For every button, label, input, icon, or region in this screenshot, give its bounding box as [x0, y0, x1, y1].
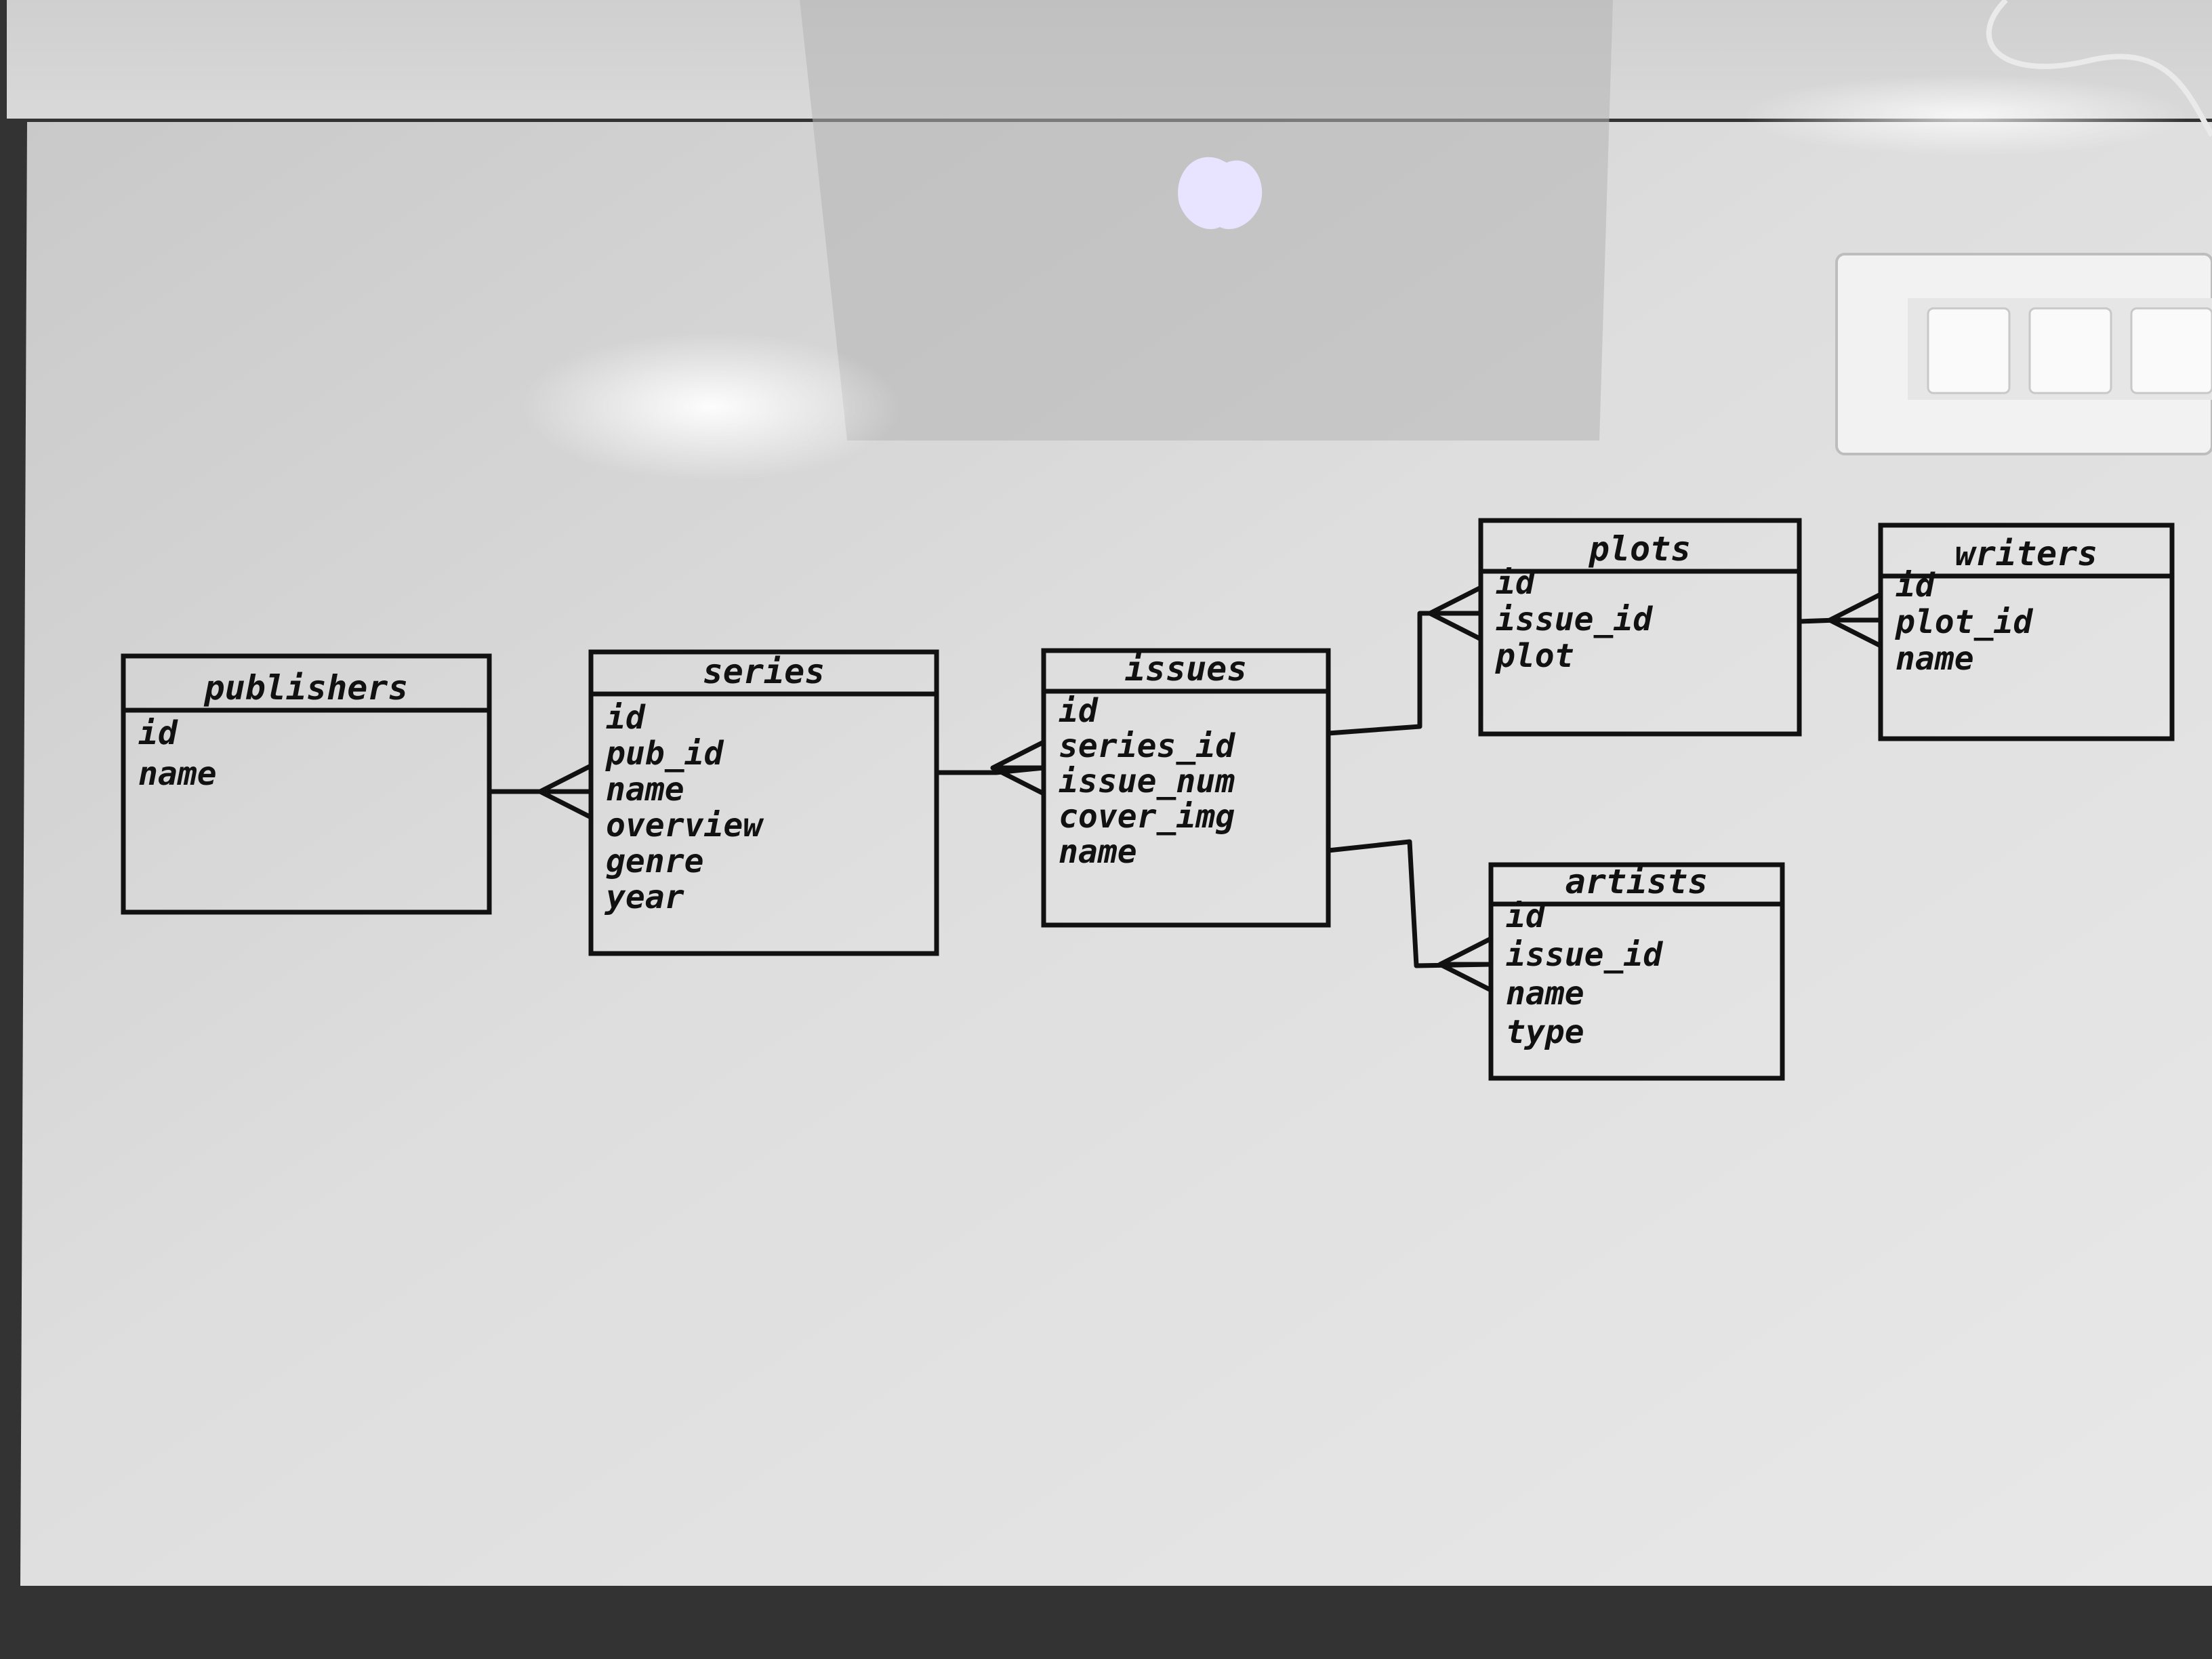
table-title: publishers [203, 668, 408, 708]
table-title: issues [1125, 649, 1248, 689]
er-diagram: publishersidnameseriesidpub_idnameovervi… [121, 518, 2175, 1081]
whiteboard [20, 122, 2212, 1586]
table-field: id [1059, 692, 1099, 730]
table-field: id [1506, 897, 1546, 935]
table-field: plot [1495, 637, 1574, 675]
apple-logo-reflection [1178, 157, 1263, 230]
table-field: type [1506, 1013, 1584, 1051]
table-title: writers [1955, 534, 2098, 573]
table-field: id [138, 714, 178, 752]
crows-foot-many [537, 763, 594, 820]
table-field: issue_id [1506, 936, 1663, 974]
table-field: name [1506, 975, 1584, 1012]
table-title: series [703, 652, 825, 691]
table-field: year [604, 878, 684, 916]
table-field: pub_id [605, 735, 724, 773]
table-field: name [138, 755, 217, 793]
table-field: id [1896, 567, 1936, 605]
table-field: plot_id [1895, 603, 2033, 641]
cable [1986, 0, 2212, 137]
table-field: issue_id [1496, 600, 1653, 638]
table-field: name [606, 771, 684, 808]
table-field: id [1496, 564, 1536, 602]
crows-foot-many [1827, 592, 1883, 649]
table-field: issue_num [1059, 762, 1235, 800]
table-field: overview [606, 806, 764, 844]
table-box [588, 649, 939, 956]
table-box [121, 653, 492, 915]
table-field: name [1059, 833, 1137, 871]
table-field: cover_img [1059, 798, 1235, 836]
table-box [1878, 523, 2175, 741]
table-box [1488, 862, 1785, 1081]
table-field: name [1896, 640, 1974, 678]
crows-foot-many [1437, 936, 1494, 993]
glare-spot [522, 332, 901, 481]
glare-spot [1742, 75, 2189, 156]
table-box [1041, 648, 1331, 928]
table-box [1478, 518, 1802, 737]
table-title: plots [1589, 529, 1692, 569]
crows-foot-many [1427, 585, 1483, 642]
table-field: id [606, 699, 646, 737]
power-outlet-panel [1835, 253, 2212, 455]
table-title: artists [1565, 862, 1708, 901]
table-field: genre [606, 842, 704, 880]
table-field: series_id [1059, 727, 1235, 765]
crows-foot-many [990, 739, 1046, 796]
